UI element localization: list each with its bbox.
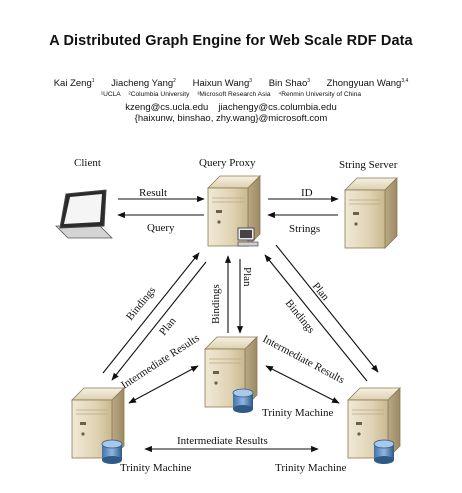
id-label: ID bbox=[301, 187, 313, 199]
client-label: Client bbox=[74, 157, 101, 169]
bindings-center-label: Bindings bbox=[210, 284, 222, 324]
database-icon bbox=[373, 439, 395, 464]
email-block: kzeng@cs.ucla.edu jiachengy@cs.columbia.e… bbox=[0, 102, 462, 124]
author: Jiacheng Yang2 bbox=[111, 78, 176, 90]
author: Zhongyuan Wang3,4 bbox=[326, 78, 409, 90]
trinity-center-server-icon bbox=[204, 336, 258, 413]
trinity-left-label: Trinity Machine bbox=[120, 462, 192, 474]
affiliation: ⁴Renmin University of China bbox=[278, 91, 362, 98]
author: Kai Zeng1 bbox=[53, 78, 95, 90]
intermediate-left-arrow bbox=[128, 365, 199, 404]
author: Haixun Wang3 bbox=[192, 78, 253, 90]
trinity-right-server-icon bbox=[347, 387, 401, 464]
trinity-left-server-icon bbox=[71, 387, 125, 464]
author-list: Kai Zeng1 Jiacheng Yang2 Haixun Wang3 Bi… bbox=[0, 78, 462, 89]
paper-title: A Distributed Graph Engine for Web Scale… bbox=[49, 33, 413, 49]
string-server-label: String Server bbox=[339, 159, 398, 171]
email: kzeng@cs.ucla.edu bbox=[125, 102, 209, 113]
query-label: Query bbox=[147, 222, 175, 234]
bindings-right-label: Bindings bbox=[283, 297, 317, 335]
result-label: Result bbox=[139, 187, 167, 199]
database-icon bbox=[232, 388, 254, 413]
trinity-right-label: Trinity Machine bbox=[275, 462, 347, 474]
intermediate-bottom-label: Intermediate Results bbox=[177, 435, 268, 447]
bindings-left-arrow bbox=[102, 252, 200, 374]
affiliation-list: ¹UCLA ²Columbia University ³Microsoft Re… bbox=[0, 91, 462, 98]
plan-right-arrow bbox=[275, 244, 379, 373]
string-server-icon bbox=[344, 177, 398, 249]
affiliation: ²Columbia University bbox=[128, 91, 190, 98]
email: {haixunw, binshao, zhy.wang}@microsoft.c… bbox=[134, 113, 328, 124]
intermediate-left-label: Intermediate Results bbox=[119, 332, 202, 391]
intermediate-right-arrow bbox=[265, 365, 340, 404]
bindings-right-arrow bbox=[264, 254, 368, 382]
database-icon bbox=[101, 439, 123, 464]
client-laptop-icon bbox=[55, 189, 113, 239]
affiliation: ³Microsoft Research Asia bbox=[197, 91, 271, 98]
plan-left-arrow bbox=[111, 261, 207, 381]
bindings-left-label: Bindings bbox=[124, 284, 158, 322]
plan-right-label: Plan bbox=[310, 280, 332, 303]
affiliation: ¹UCLA bbox=[100, 91, 121, 98]
plan-left-label: Plan bbox=[157, 315, 179, 338]
query-proxy-server-icon bbox=[207, 175, 261, 247]
query-proxy-label: Query Proxy bbox=[199, 157, 256, 169]
intermediate-right-label: Intermediate Results bbox=[261, 333, 347, 386]
author: Bin Shao3 bbox=[268, 78, 311, 90]
trinity-center-label: Trinity Machine bbox=[262, 407, 334, 419]
strings-label: Strings bbox=[289, 223, 320, 235]
plan-center-label: Plan bbox=[241, 267, 253, 287]
email: jiachengy@cs.columbia.edu bbox=[218, 102, 337, 113]
